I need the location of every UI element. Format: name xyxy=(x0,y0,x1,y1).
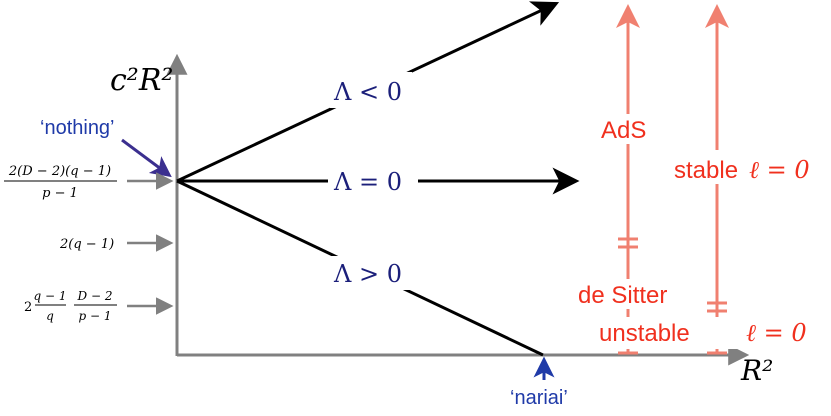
lambda-positive-label: Λ > 0 xyxy=(333,260,402,288)
y-axis-label: c²R² xyxy=(110,63,173,98)
nothing-arrow xyxy=(121,138,172,178)
unstable-math: ℓ = 0 xyxy=(746,319,807,347)
x-axis-label: R² xyxy=(740,354,773,387)
lambda-zero-label: Λ = 0 xyxy=(333,168,402,196)
stable-word: stable xyxy=(674,157,738,184)
ads-desitter-bar xyxy=(574,4,684,355)
tick-label-third: 2 q − 1 q D − 2 p − 1 xyxy=(24,289,117,323)
svg-text:2(D − 2)(q − 1): 2(D − 2)(q − 1) xyxy=(8,164,111,179)
svg-text:q − 1: q − 1 xyxy=(34,289,67,303)
stable-math: ℓ = 0 xyxy=(749,156,810,184)
svg-text:p − 1: p − 1 xyxy=(42,186,78,201)
stability-bar xyxy=(594,4,830,355)
tick-label-second: 2(q − 1) xyxy=(59,237,114,252)
svg-text:q: q xyxy=(46,309,54,323)
svg-text:2: 2 xyxy=(24,300,32,315)
svg-text:D − 2: D − 2 xyxy=(77,289,113,303)
nothing-label: ‘nothing’ xyxy=(40,117,115,139)
lambda-negative-label: Λ < 0 xyxy=(333,78,402,106)
svg-text:p − 1: p − 1 xyxy=(79,309,112,323)
unstable-word: unstable xyxy=(599,320,690,347)
nariai-label: ‘nariai’ xyxy=(510,387,568,409)
ads-label: AdS xyxy=(601,117,646,144)
tick-label-first: 2(D − 2)(q − 1) p − 1 xyxy=(4,164,117,201)
desitter-label: de Sitter xyxy=(578,282,667,309)
